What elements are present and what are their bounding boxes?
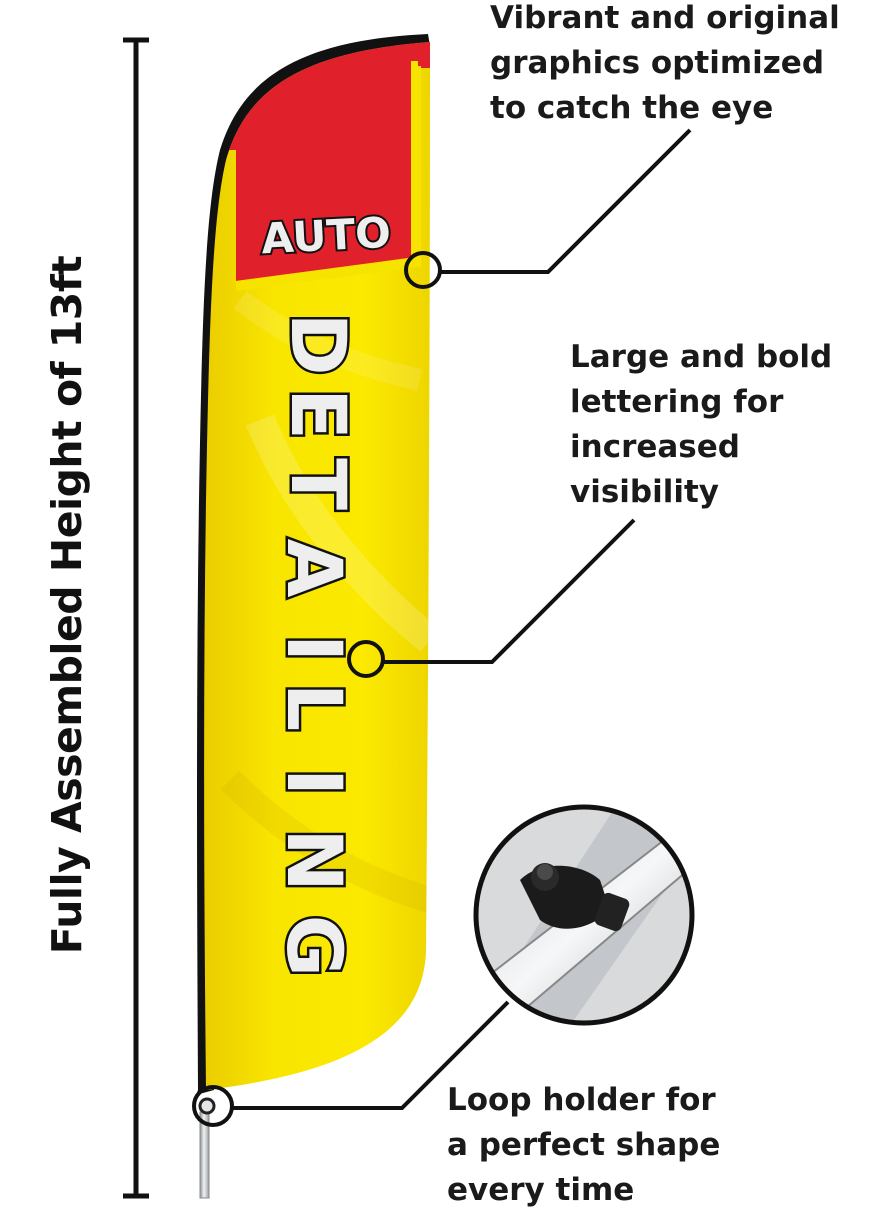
flag-letter: G [270,915,359,977]
flag-vertical-word: D E T A I L I N G [268,310,366,980]
flag-top-word: AUTO [260,208,392,264]
callout-line: a perfect shape [447,1127,721,1163]
flag-letter: I [270,634,359,662]
flag-letter: I [270,768,359,796]
callout-line: Vibrant and original [490,0,840,36]
callout-line: to catch the eye [490,90,774,126]
callout-lettering-text: Large and bold lettering for increased v… [570,335,832,515]
callout-line: lettering for [570,384,784,420]
flag-letter: N [270,828,359,892]
loop-holder-knob [198,1097,216,1115]
callout-line: graphics optimized [490,45,825,81]
callout-loop-pointer [192,1000,510,1127]
callout-line: Loop holder for [447,1082,716,1118]
assembled-height-label: Fully Assembled Height of 13ft [43,255,91,955]
height-dimension-line [123,37,149,1199]
flag-letter: A [270,539,359,598]
callout-line: every time [447,1172,635,1208]
callout-line: Large and bold [570,339,833,375]
flag-letter: E [274,388,363,440]
flag-letter: L [270,683,359,731]
flag-body [204,42,430,1090]
flag-letter: D [274,312,363,375]
flag-letter: T [274,458,363,510]
callout-line: visibility [570,474,720,510]
callout-graphics-text: Vibrant and original graphics optimized … [490,0,840,131]
callout-lettering-pointer [347,518,636,678]
callout-line: increased [570,429,740,465]
callout-graphics-pointer [404,128,692,289]
loop-holder-zoom-view [473,804,695,1026]
callout-loop-text: Loop holder for a perfect shape every ti… [447,1078,720,1213]
